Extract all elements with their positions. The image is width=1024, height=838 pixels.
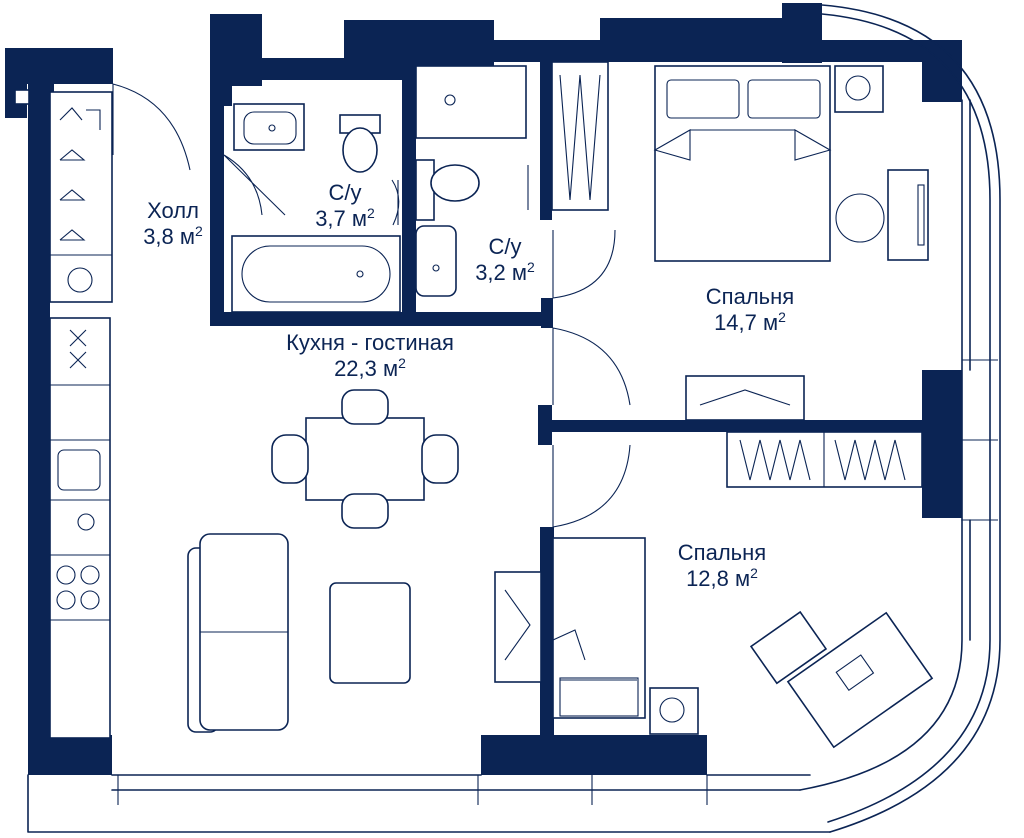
room-label-bathroom-2: С/у 3,2 м2 <box>450 234 560 286</box>
room-area-bedroom-1: 14,7 м2 <box>714 309 786 335</box>
room-area-bedroom-2: 12,8 м2 <box>686 565 758 591</box>
dining-set <box>271 389 459 529</box>
room-label-hall: Холл 3,8 м2 <box>118 198 228 250</box>
room-area-kitchen-living: 22,3 м2 <box>334 355 406 381</box>
interior-walls <box>210 62 924 739</box>
facade-glazing <box>27 4 1001 833</box>
bathroom-1-fixtures <box>231 103 401 313</box>
bedroom-1-furniture <box>551 61 929 421</box>
room-label-kitchen-living: Кухня - гостиная 22,3 м2 <box>230 330 510 382</box>
bathroom-2-fixtures <box>415 65 527 297</box>
room-area-bathroom-2: 3,2 м2 <box>475 259 535 285</box>
room-area-hall: 3,8 м2 <box>143 223 203 249</box>
room-label-bedroom-1: Спальня 14,7 м2 <box>680 284 820 336</box>
outer-walls <box>5 3 962 775</box>
room-name-bedroom-2: Спальня <box>677 540 767 565</box>
room-label-bathroom-1: С/у 3,7 м2 <box>290 180 400 232</box>
room-name-bathroom-2: С/у <box>488 234 522 259</box>
doors <box>112 83 631 528</box>
room-name-kitchen-living: Кухня - гостиная <box>286 330 454 355</box>
room-name-bedroom-1: Спальня <box>705 284 795 309</box>
sofa-and-rug <box>187 533 411 733</box>
bedroom-2-furniture <box>494 431 934 749</box>
room-area-bathroom-1: 3,7 м2 <box>315 205 375 231</box>
room-name-hall: Холл <box>147 198 199 223</box>
hall-wardrobe <box>14 89 113 303</box>
room-label-bedroom-2: Спальня 12,8 м2 <box>652 540 792 592</box>
kitchen-counter <box>49 317 111 739</box>
room-name-bathroom-1: С/у <box>328 180 362 205</box>
